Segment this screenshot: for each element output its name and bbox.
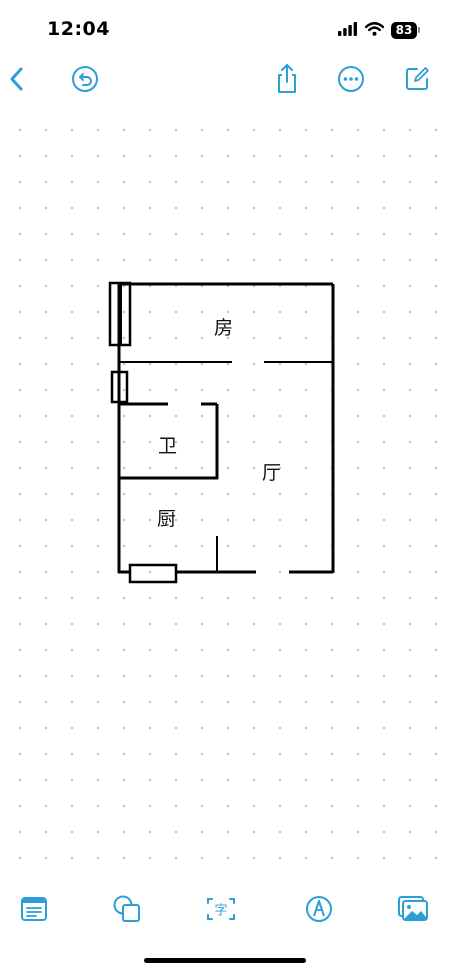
status-icons: 83: [338, 20, 420, 40]
cellular-signal-icon: [338, 21, 358, 40]
bottom-toolbar: 字: [0, 880, 450, 940]
chevron-left-icon: [7, 66, 27, 96]
undo-button[interactable]: [68, 64, 102, 98]
wifi-icon: [364, 21, 385, 40]
shapes-button[interactable]: [110, 894, 144, 928]
status-bar: 12:04 83: [0, 0, 450, 56]
insert-photo-button[interactable]: [396, 894, 430, 928]
drawing-canvas[interactable]: 房 卫 厅 厨: [0, 106, 450, 878]
room-label-living-room: 厅: [262, 462, 282, 484]
room-label-bedroom: 房: [214, 317, 234, 339]
status-time: 12:04: [47, 18, 110, 40]
markup-pen-icon: [305, 895, 333, 927]
svg-text:字: 字: [214, 904, 227, 919]
format-button[interactable]: [17, 894, 51, 928]
notes-format-icon: [20, 896, 48, 926]
markup-button[interactable]: [302, 894, 336, 928]
more-icon: [337, 65, 365, 97]
battery-icon: 83: [391, 21, 420, 39]
toolbar: [0, 56, 450, 106]
room-label-kitchen: 厨: [157, 508, 177, 530]
floorplan-drawing[interactable]: [0, 106, 450, 878]
room-label-bathroom: 卫: [158, 435, 178, 457]
share-button[interactable]: [270, 64, 304, 98]
window-bathroom: [110, 370, 129, 404]
share-icon: [274, 63, 300, 99]
compose-icon: [403, 65, 431, 97]
text-box-icon: 字: [206, 896, 236, 926]
battery-level: 83: [391, 21, 417, 39]
text-box-button[interactable]: 字: [204, 894, 238, 928]
shapes-icon: [112, 894, 142, 928]
compose-button[interactable]: [400, 64, 434, 98]
photo-icon: [397, 895, 429, 927]
window-kitchen: [128, 563, 178, 584]
back-button[interactable]: [0, 64, 34, 98]
more-button[interactable]: [334, 64, 368, 98]
home-indicator: [144, 958, 306, 963]
undo-icon: [71, 65, 99, 97]
